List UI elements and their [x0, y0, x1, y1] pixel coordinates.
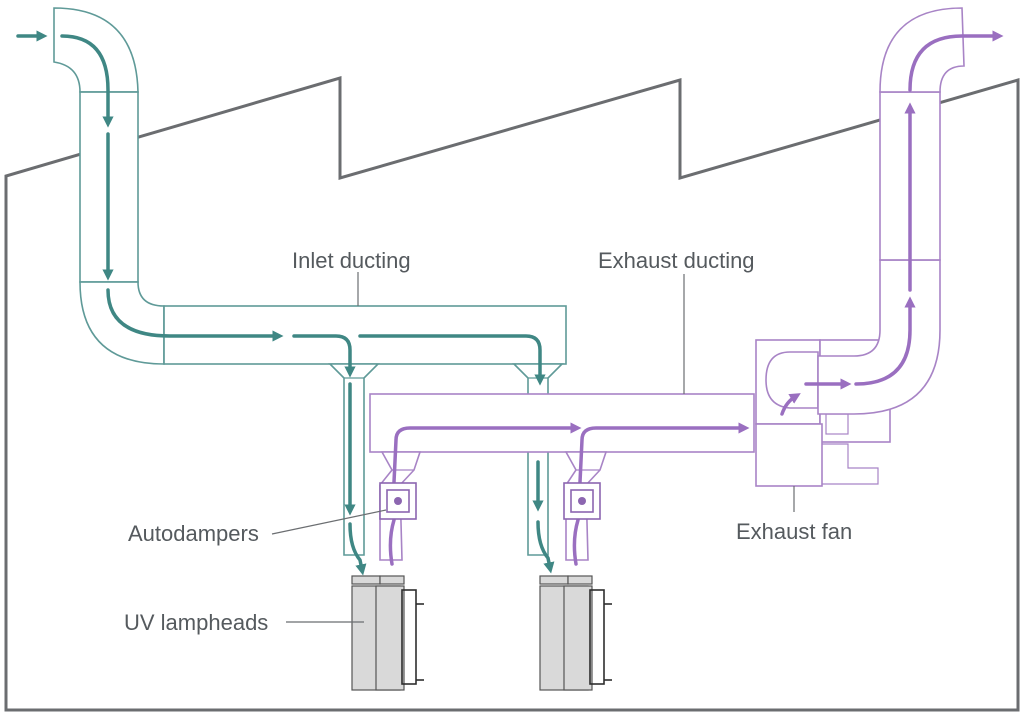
inlet-ducting: [53, 7, 567, 556]
autodamper-1: [379, 482, 417, 520]
exhaust-ducting-label: Exhaust ducting: [598, 248, 755, 273]
exhaust-fan-label: Exhaust fan: [736, 519, 852, 544]
uv-lampheads-label: UV lampheads: [124, 610, 268, 635]
uv-lamphead-1: [351, 575, 424, 691]
exhaust-flow-arrows: [388, 30, 1004, 566]
leader-lines: [271, 272, 795, 623]
exhaust-ducting: [369, 7, 965, 561]
inlet-flow-arrows: [16, 30, 555, 576]
uv-lamphead-2: [539, 575, 612, 691]
inlet-ducting-label: Inlet ducting: [292, 248, 411, 273]
autodamper-2: [563, 482, 601, 520]
autodampers-label: Autodampers: [128, 521, 259, 546]
